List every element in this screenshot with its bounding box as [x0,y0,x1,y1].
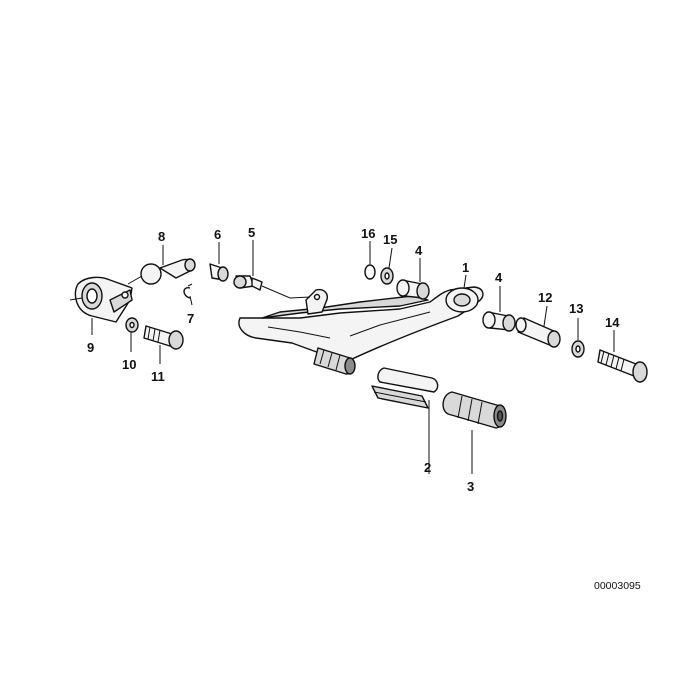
snap-ring-7[interactable] [183,283,193,299]
callout-4-right[interactable]: 4 [495,270,503,285]
bushing-6[interactable] [209,263,229,282]
spring-sleeve[interactable] [371,367,439,409]
shift-rod-ball[interactable] [140,258,196,285]
callout-13[interactable]: 13 [569,301,583,316]
washer-13[interactable] [571,340,585,358]
washer-10[interactable] [125,317,139,333]
callout-7[interactable]: 7 [187,311,194,326]
bushing-sleeve[interactable] [515,317,561,348]
callout-3[interactable]: 3 [467,479,474,494]
ball-joint[interactable] [233,275,311,299]
bushing-right[interactable] [482,311,516,332]
callout-16[interactable]: 16 [361,226,375,241]
callout-4-left[interactable]: 4 [415,243,423,258]
callouts: 1 2 3 4 4 5 6 7 8 9 10 11 12 13 14 15 16 [87,225,620,494]
leader-lines [91,240,615,474]
shift-lever-arm[interactable] [238,286,484,375]
callout-2[interactable]: 2 [424,460,431,475]
callout-14[interactable]: 14 [605,315,620,330]
callout-1[interactable]: 1 [462,260,469,275]
callout-5[interactable]: 5 [248,225,255,240]
foot-peg-rubber[interactable] [442,391,507,429]
callout-9[interactable]: 9 [87,340,94,355]
callout-15[interactable]: 15 [383,232,397,247]
callout-12[interactable]: 12 [538,290,552,305]
bushing-left[interactable] [396,279,430,300]
clamping-lever[interactable] [69,275,143,323]
screw-11[interactable] [143,325,184,350]
callout-6[interactable]: 6 [214,227,221,242]
drawing-number: 00003095 [594,580,641,592]
washer-15[interactable] [380,267,394,285]
callout-8[interactable]: 8 [158,229,165,244]
pivot-bolt[interactable] [597,349,648,383]
callout-10[interactable]: 10 [122,357,136,372]
callout-11[interactable]: 11 [151,369,165,384]
circlip-16[interactable] [364,264,376,280]
